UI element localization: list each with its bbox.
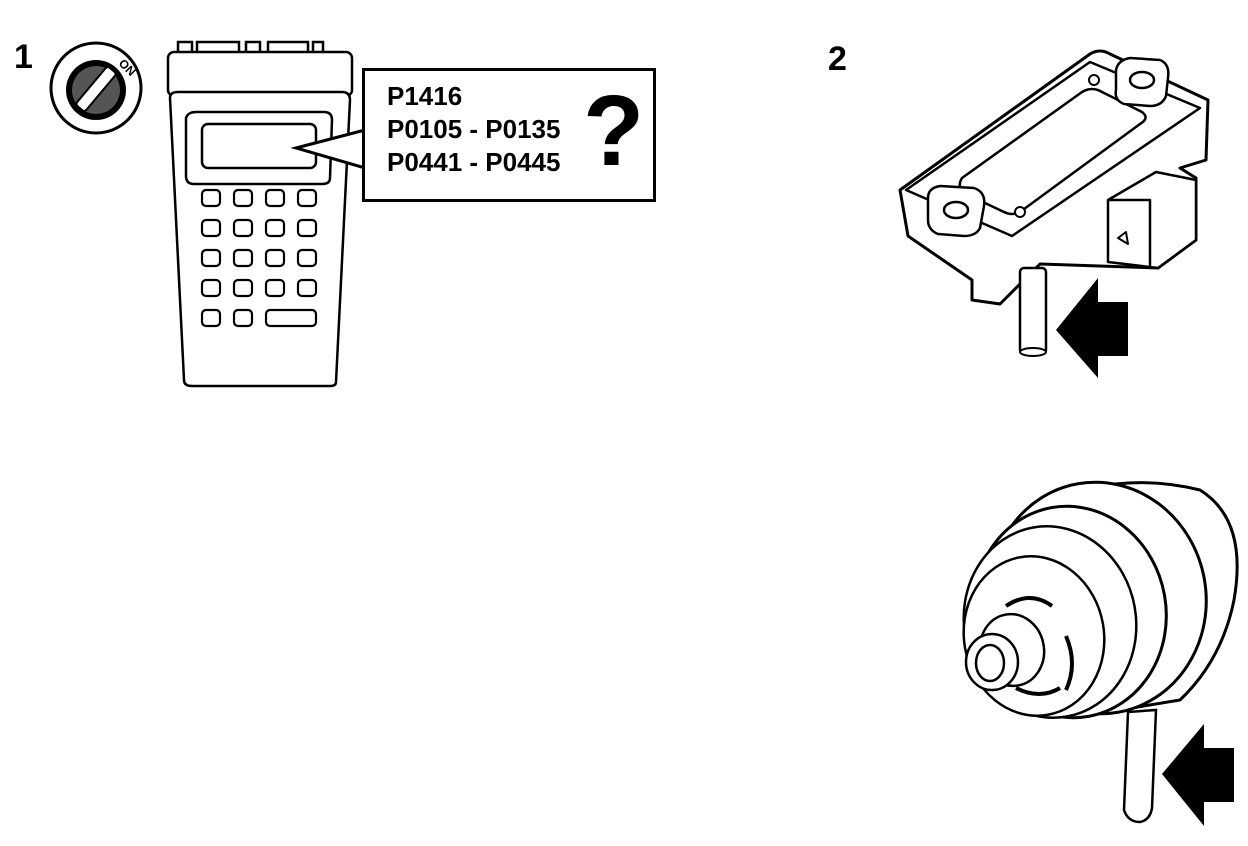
arrow-left-icon xyxy=(1162,724,1234,826)
scan-tool-icon xyxy=(166,40,354,388)
trouble-code-line-3: P0441 - P0445 xyxy=(387,147,561,177)
question-mark-icon: ? xyxy=(583,75,645,187)
ignition-key-icon: ON xyxy=(49,41,143,135)
step-number-1: 1 xyxy=(14,38,33,76)
trouble-code-callout: P1416 P0105 - P0135 P0441 - P0445 ? xyxy=(362,68,656,202)
trouble-code-line-2: P0105 - P0135 xyxy=(387,114,561,144)
step-number-2: 2 xyxy=(828,40,847,78)
arrow-left-icon xyxy=(1056,278,1128,378)
fuel-pressure-regulator-icon xyxy=(962,480,1239,824)
trouble-code-line-1: P1416 xyxy=(387,81,463,111)
map-sensor-icon xyxy=(898,49,1210,357)
